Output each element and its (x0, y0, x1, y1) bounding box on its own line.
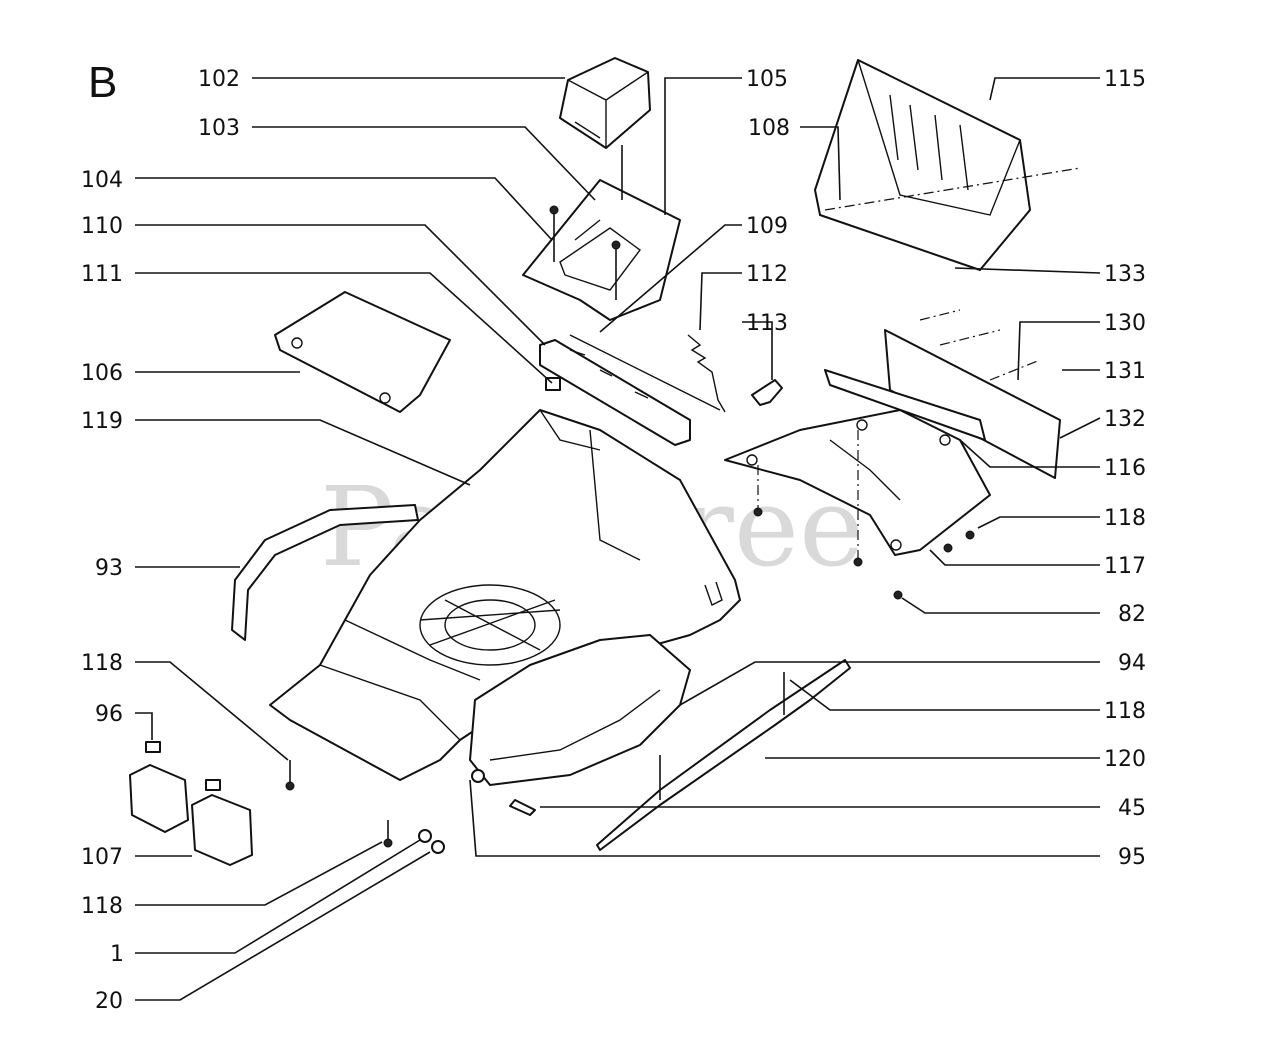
label-131: 131 (1104, 359, 1146, 384)
part-106-plate (274, 291, 451, 413)
part-132-flap (884, 309, 1061, 479)
section-label: B (88, 58, 117, 107)
part-110-bracket (539, 339, 691, 446)
label-130: 130 (1104, 311, 1146, 336)
label-111: 111 (81, 262, 123, 287)
part-108-catcher (814, 59, 1081, 271)
label-116: 116 (1104, 456, 1146, 481)
label-132: 132 (1104, 407, 1146, 432)
callout-labels: 102 103 104 110 111 106 119 93 118 96 10… (81, 67, 1146, 1014)
part-116-bracket (824, 369, 986, 441)
label-103: 103 (198, 116, 240, 141)
part-102-cap (559, 57, 651, 149)
label-108: 108 (748, 116, 790, 141)
part-109-rod (569, 334, 721, 411)
label-110: 110 (81, 214, 123, 239)
label-118-right-1: 118 (1104, 506, 1146, 531)
part-113-bracket (751, 379, 783, 406)
label-119: 119 (81, 409, 123, 434)
screws-chute (753, 430, 975, 600)
label-93: 93 (95, 556, 123, 581)
part-93-deflector (231, 504, 419, 641)
label-96: 96 (95, 702, 123, 727)
label-20: 20 (95, 989, 123, 1014)
label-133: 133 (1104, 262, 1146, 287)
label-102: 102 (198, 67, 240, 92)
label-1: 1 (110, 942, 124, 967)
label-113: 113 (746, 311, 788, 336)
part-117-chute (724, 409, 991, 556)
label-117: 117 (1104, 554, 1146, 579)
label-118-left-top: 118 (81, 651, 123, 676)
label-106: 106 (81, 361, 123, 386)
label-45: 45 (1118, 796, 1146, 821)
part-119-deck (269, 409, 741, 781)
label-118-left-bottom: 118 (81, 894, 123, 919)
label-109: 109 (746, 214, 788, 239)
fasteners-bottom (285, 760, 536, 854)
part-103-plate (522, 145, 681, 321)
leader-lines (135, 77, 1101, 1001)
label-118-right-2: 118 (1104, 699, 1146, 724)
part-120-blade (596, 659, 851, 851)
label-94: 94 (1118, 651, 1146, 676)
label-112: 112 (746, 262, 788, 287)
label-104: 104 (81, 168, 123, 193)
label-82: 82 (1118, 602, 1146, 627)
label-107: 107 (81, 845, 123, 870)
part-112-spring (687, 334, 726, 413)
part-107-blocks (129, 741, 253, 866)
label-105: 105 (746, 67, 788, 92)
label-95: 95 (1118, 845, 1146, 870)
label-115: 115 (1104, 67, 1146, 92)
label-120: 120 (1104, 747, 1146, 772)
